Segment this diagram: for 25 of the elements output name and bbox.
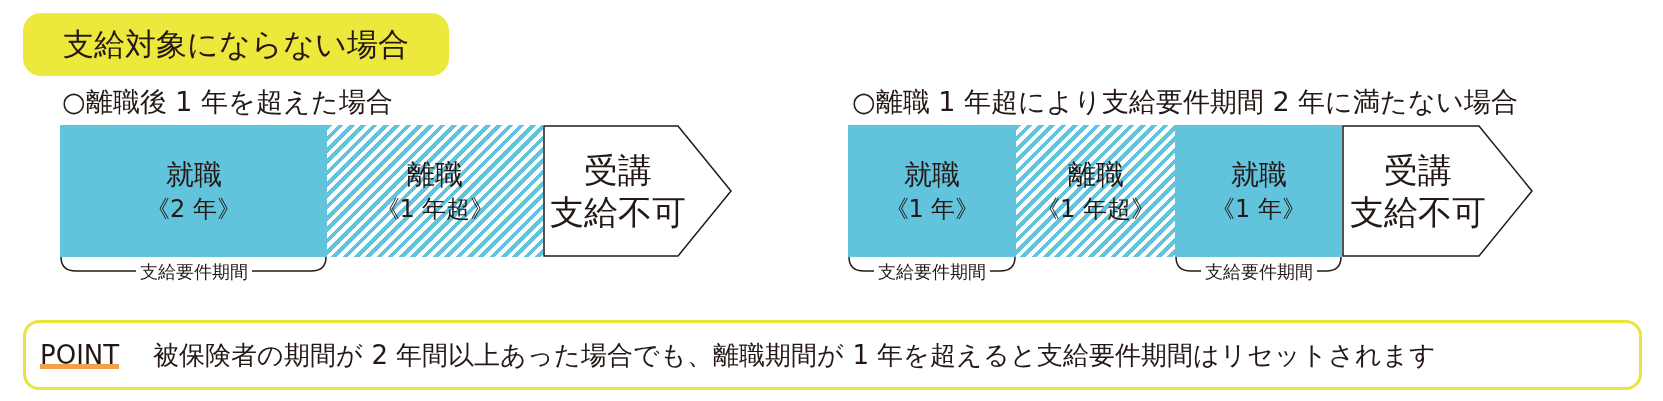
period-block bbox=[848, 125, 1016, 257]
subtitle: ○離職後 1 年を超えた場合 bbox=[62, 85, 393, 119]
period-block bbox=[1175, 125, 1342, 257]
subtitle: ○離職 1 年超により支給要件期間 2 年に満たない場合 bbox=[852, 85, 1519, 119]
period-caption: 支給要件期間 bbox=[1200, 261, 1317, 282]
period-block bbox=[1016, 125, 1175, 257]
status-label: 受講 bbox=[583, 149, 652, 191]
period-block bbox=[327, 125, 543, 257]
note-box bbox=[23, 320, 1642, 390]
status-label: 支給不可 bbox=[549, 191, 686, 233]
status-label: 支給不可 bbox=[1349, 191, 1486, 233]
period-caption: 支給要件期間 bbox=[874, 261, 990, 282]
duration-label: 《1 年》 bbox=[884, 194, 980, 225]
period-block bbox=[60, 125, 327, 257]
period-label: 就職 bbox=[904, 157, 960, 193]
title-badge: 支給対象にならない場合 bbox=[23, 13, 449, 76]
duration-label: 《2 年》 bbox=[146, 194, 241, 225]
note-text: 被保険者の期間が 2 年間以上あった場合でも、離職期間が 1 年を超えると支給要件期間はリセットされます bbox=[153, 338, 1437, 372]
arrow-block bbox=[1342, 125, 1533, 257]
period-label: 就職 bbox=[165, 157, 222, 193]
period-caption: 支給要件期間 bbox=[135, 261, 252, 282]
duration-label: 《1 年》 bbox=[1211, 194, 1306, 225]
arrow-block bbox=[543, 125, 732, 257]
period-label: 就職 bbox=[1230, 157, 1287, 193]
status-label: 受講 bbox=[1383, 149, 1452, 191]
